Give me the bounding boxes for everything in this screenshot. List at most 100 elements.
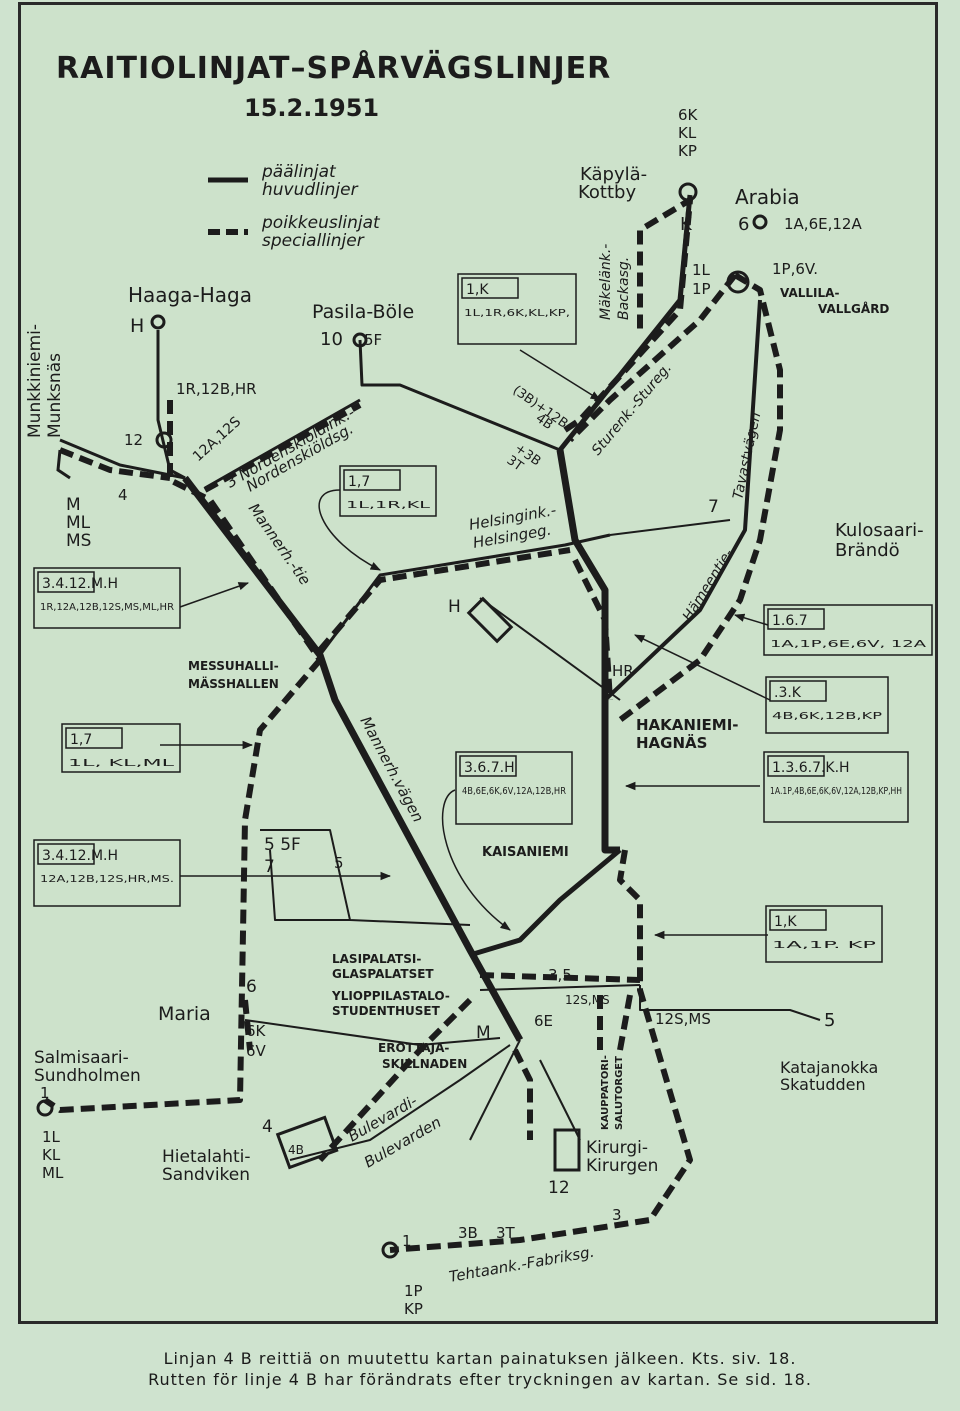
label-sandviken: Sandviken [162, 1165, 250, 1185]
place-labels: Munkkiniemi- Munksnäs Haaga-Haga Pasila-… [25, 164, 924, 1185]
line-info-box-main: 1,7 [70, 732, 92, 748]
label-hakaniemi: HAKANIEMI- [636, 716, 739, 734]
route-label-kata-5: 5 [824, 1010, 835, 1031]
line-info-box-frame [457, 273, 577, 345]
box-arrows [160, 349, 771, 940]
route-label-vallila-1p: 1P [692, 280, 711, 298]
route-label-haaga-h: H [130, 315, 144, 337]
label-skatudden: Skatudden [780, 1075, 866, 1094]
street-nordenskiold-fi: 3 Nordenskiöldink.- [223, 403, 358, 491]
line-info-box-sub: 1A,1P. KP [772, 940, 876, 951]
map-caption: Linjan 4 B reittiä on muutettu kartan pa… [0, 1348, 960, 1390]
line-info-box-frame [33, 839, 181, 907]
route-label-vallila-1l: 1L [692, 261, 711, 279]
route-label-kp: KP [404, 1300, 423, 1318]
label-ylioppilastalo: YLIOPPILASTALO- [331, 989, 450, 1003]
route-label-kapyla-kp: KP [678, 142, 697, 160]
label-sundholmen: Sundholmen [34, 1066, 141, 1086]
line-info-box-sub: 1A.1P,4B,6E,6K,6V,12A,12B,KP,HH [770, 786, 902, 797]
line-info-box: 1,71L,1R,KL [339, 465, 437, 517]
caption-line-2: Rutten för linje 4 B har förändrats efte… [148, 1370, 812, 1389]
line-info-box: 3.6.7.H4B,6E,6K,6V,12A,12B,HR [455, 751, 573, 825]
label-maria: Maria [158, 1003, 211, 1025]
label-katajanokka: Katajanokka [780, 1058, 878, 1077]
line-info-box-sub: 4B,6K,12B,KP [772, 711, 882, 722]
line-info-box-main: 1,K [466, 282, 489, 298]
line-info-box-frame [765, 676, 889, 734]
label-kapyla: Käpylä- [580, 164, 647, 185]
line-info-box: 3.4.12.M.H1R,12A,12B,12S,MS,ML,HR [33, 567, 181, 629]
route-label-hieta-4: 4 [262, 1117, 273, 1137]
line-info-box: 3.4.12.M.H 12A,12B,12S,HR,MS. [33, 839, 181, 907]
route-label-munk-4: 4 [118, 486, 128, 504]
line-info-box: 1,71L, KL,ML [61, 723, 181, 773]
route-label-7: 7 [264, 857, 275, 877]
route-label-3: 3 [612, 1206, 622, 1224]
route-label-salmi-1l: 1L [42, 1128, 61, 1146]
route-label-salmi-1: 1 [40, 1084, 50, 1102]
route-label-hieta-4b: 4B [288, 1143, 304, 1157]
line-info-box-main-frame [65, 727, 123, 749]
label-kottby: Kottby [578, 182, 636, 203]
line-info-box-main: .3.K [774, 685, 802, 701]
line-info-box-frame [765, 905, 883, 963]
line-info-box-frame [763, 751, 909, 823]
line-info-box: 1.6.71A,1P,6E,6V, 12A [763, 604, 933, 656]
label-haaga: Haaga-Haga [128, 283, 252, 307]
line-info-box: 1,K1A,1P. KP [765, 905, 883, 963]
route-label-arabia-6: 6 [738, 214, 749, 235]
label-salmisaari: Salmisaari- [34, 1048, 129, 1068]
label-skillnaden: SKILLNADEN [382, 1057, 467, 1071]
route-label-munk-m: M [66, 495, 81, 515]
legend-special-sv: speciallinjer [262, 231, 365, 251]
route-label-12sms-a: 12S,MS [565, 993, 610, 1007]
line-info-box-sub: 1L,1R,6K,KL,KP, [464, 308, 570, 319]
line-info-box-main-frame [343, 469, 401, 491]
map-title: RAITIOLINJAT–SPÅRVÄGSLINJER [56, 49, 611, 86]
route-label-haaga-12: 12 [124, 431, 143, 449]
route-label-1p: 1P [404, 1282, 423, 1300]
route-label-munk-ml: ML [66, 513, 91, 533]
route-label-salmi-kl: KL [42, 1146, 61, 1164]
route-label-vallila-1p6v: 1P,6V. [772, 260, 818, 278]
label-hietalahti: Hietalahti- [162, 1147, 251, 1167]
line-info-box: .3.K 4B,6K,12B,KP [765, 676, 889, 734]
line-info-box: 1.3.6.7.K.H1A.1P,4B,6E,6K,6V,12A,12B,KP,… [763, 751, 909, 823]
label-messuhalli: MESSUHALLI- [188, 659, 279, 673]
route-label-kapyla-6k: 6K [678, 106, 699, 124]
label-kirurgen: Kirurgen [586, 1156, 658, 1176]
line-info-box: 1,K 1L,1R,6K,KL,KP, [457, 273, 577, 345]
route-label-1: 1 [402, 1232, 412, 1250]
map-date: 15.2.1951 [244, 94, 379, 122]
street-makelank: Mäkelänk.- [598, 244, 614, 320]
route-label-maria-6v: 6V [246, 1042, 267, 1060]
street-tehtaank: Tehtaank.-Fabriksg. [448, 1243, 596, 1286]
terminal-loops [36, 182, 768, 1259]
line-info-box-main-frame [767, 608, 825, 630]
route-label-pasila-10: 10 [320, 329, 343, 350]
line-info-box-main: 1,7 [348, 474, 370, 490]
line-info-box-main-frame [459, 755, 517, 777]
line-info-box-frame [455, 751, 573, 825]
route-label-salmi-ml: ML [42, 1164, 64, 1182]
route-label-maria-6: 6 [246, 977, 257, 997]
route-labels: H 1R,12B,HR 12 12A,12S 10 5F 6K KL KP K … [40, 106, 862, 1318]
route-label-55f: 5 5F [264, 835, 301, 855]
label-masshallen: MÄSSHALLEN [188, 676, 279, 691]
label-brando: Brändö [835, 540, 900, 561]
route-label-kapyla-k: K [680, 214, 693, 235]
label-pasila: Pasila-Böle [312, 301, 414, 323]
route-label-12sms-b: 12S,MS [655, 1010, 711, 1028]
route-label-35: 3,5 [548, 966, 572, 984]
line-info-box-main: 3.4.12.M.H [42, 848, 118, 864]
line-info-box-frame [339, 465, 437, 517]
route-label-haaga-lines: 1R,12B,HR [176, 380, 257, 398]
label-erottaja: EROTTAJA- [378, 1041, 449, 1055]
label-studenthuset: STUDENTHUSET [332, 1004, 441, 1018]
line-info-box-main: 3.6.7.H [464, 760, 515, 776]
label-munksnas: Munksnäs [45, 353, 65, 438]
legend: päälinjat huvudlinjer poikkeuslinjat spe… [208, 162, 381, 251]
legend-main-sv: huvudlinjer [262, 180, 359, 200]
route-label-3t: 3T [496, 1224, 516, 1242]
line-info-box-sub: 12A,12B,12S,HR,MS. [40, 874, 174, 885]
